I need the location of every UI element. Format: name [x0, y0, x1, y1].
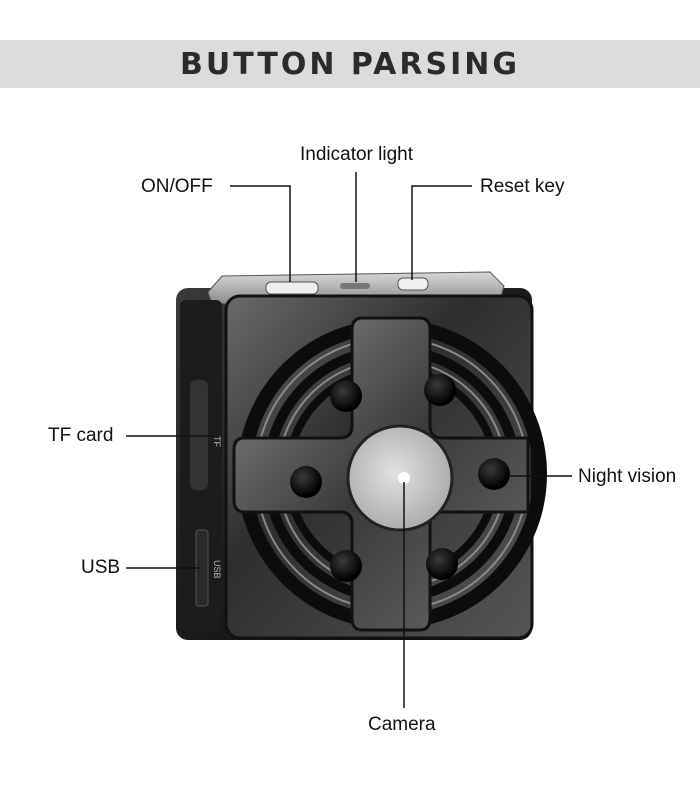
ir-led-icon: [426, 548, 458, 580]
reset-key-label: Reset key: [480, 176, 565, 197]
night-vision-label: Night vision: [578, 466, 677, 487]
title-banner: Button parsing: [0, 40, 700, 88]
on-off-label: ON/OFF: [141, 176, 213, 197]
ir-led-icon: [330, 550, 362, 582]
ir-led-icon: [424, 374, 456, 406]
indicator-light-icon: [340, 283, 370, 289]
power-button-icon: [265, 281, 319, 295]
camera-device: TF USB: [176, 271, 547, 640]
usb-label: USB: [81, 557, 121, 578]
ir-led-icon: [330, 380, 362, 412]
reset-key-icon: [397, 277, 429, 291]
usb-side-label: USB: [212, 560, 222, 579]
page-title: Button parsing: [180, 46, 520, 82]
leader-lines: [126, 172, 572, 708]
tf-card-label: TF card: [48, 425, 114, 446]
ir-led-icon: [290, 466, 322, 498]
camera-label: Camera: [368, 714, 436, 735]
tf-side-label: TF: [212, 436, 222, 447]
indicator-light-label: Indicator light: [300, 144, 414, 165]
ir-led-icon: [478, 458, 510, 490]
tf-slot-icon: [190, 380, 208, 490]
